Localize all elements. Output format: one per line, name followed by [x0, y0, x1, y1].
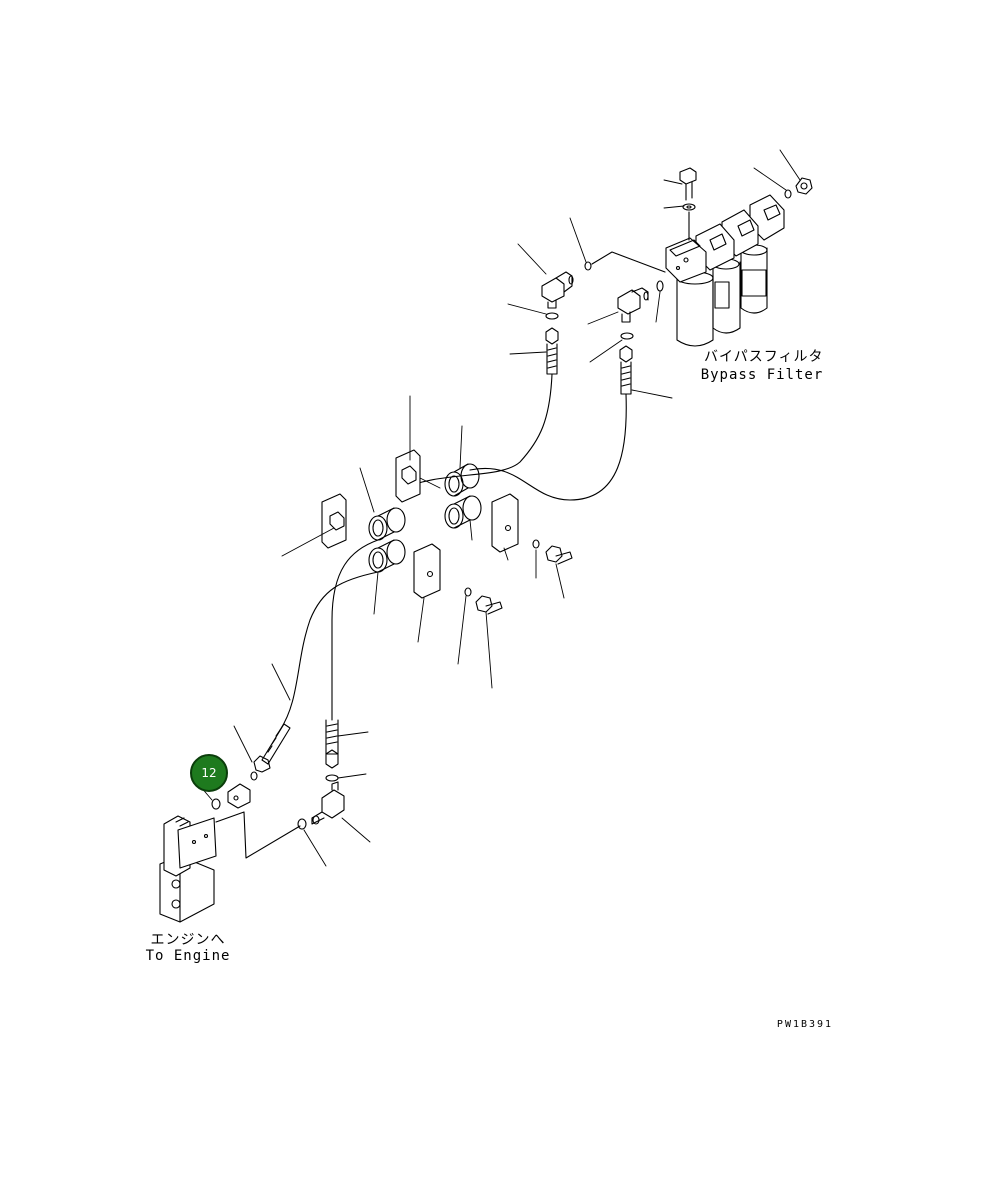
bolt: [545, 545, 573, 565]
filter-canister: [740, 244, 768, 314]
hose-end-fitting: [325, 719, 339, 769]
elbow-fitting: [541, 271, 574, 309]
engine-block: [159, 815, 217, 923]
hose-collar: [444, 495, 482, 529]
leader-lines: [199, 149, 801, 867]
bolt: [475, 595, 503, 615]
clamp-bracket: [395, 449, 421, 503]
elbow-fitting: [227, 783, 251, 809]
hose-end-fitting: [545, 327, 559, 375]
filter-canister: [712, 258, 741, 334]
hose-collar: [368, 507, 406, 541]
drawing-code: PW1B391: [776, 1019, 834, 1030]
part-callout-badge[interactable]: 12: [190, 754, 228, 792]
to-engine-label-jp: エンジンへ: [150, 932, 226, 948]
hose: [399, 373, 553, 491]
hose: [469, 393, 627, 501]
tee-fitting: [311, 781, 345, 825]
hose-end-fitting: [253, 723, 291, 773]
to-engine-label-en: To Engine: [145, 948, 231, 964]
bypass-filter-label-jp: バイパスフィルタ: [704, 349, 824, 365]
hose: [279, 571, 379, 731]
clamp-bracket: [413, 543, 441, 599]
clamp-bracket: [491, 493, 519, 553]
hose: [331, 539, 379, 721]
hose-collar: [444, 463, 480, 497]
hose-collar: [368, 539, 406, 573]
bypass-filter-label-en: Bypass Filter: [700, 367, 824, 383]
hose-end-fitting: [619, 345, 633, 395]
elbow-fitting: [617, 287, 649, 323]
bypass-filter-assembly: [584, 167, 813, 347]
filter-canister: [676, 271, 714, 347]
clamp-bracket: [321, 493, 347, 549]
